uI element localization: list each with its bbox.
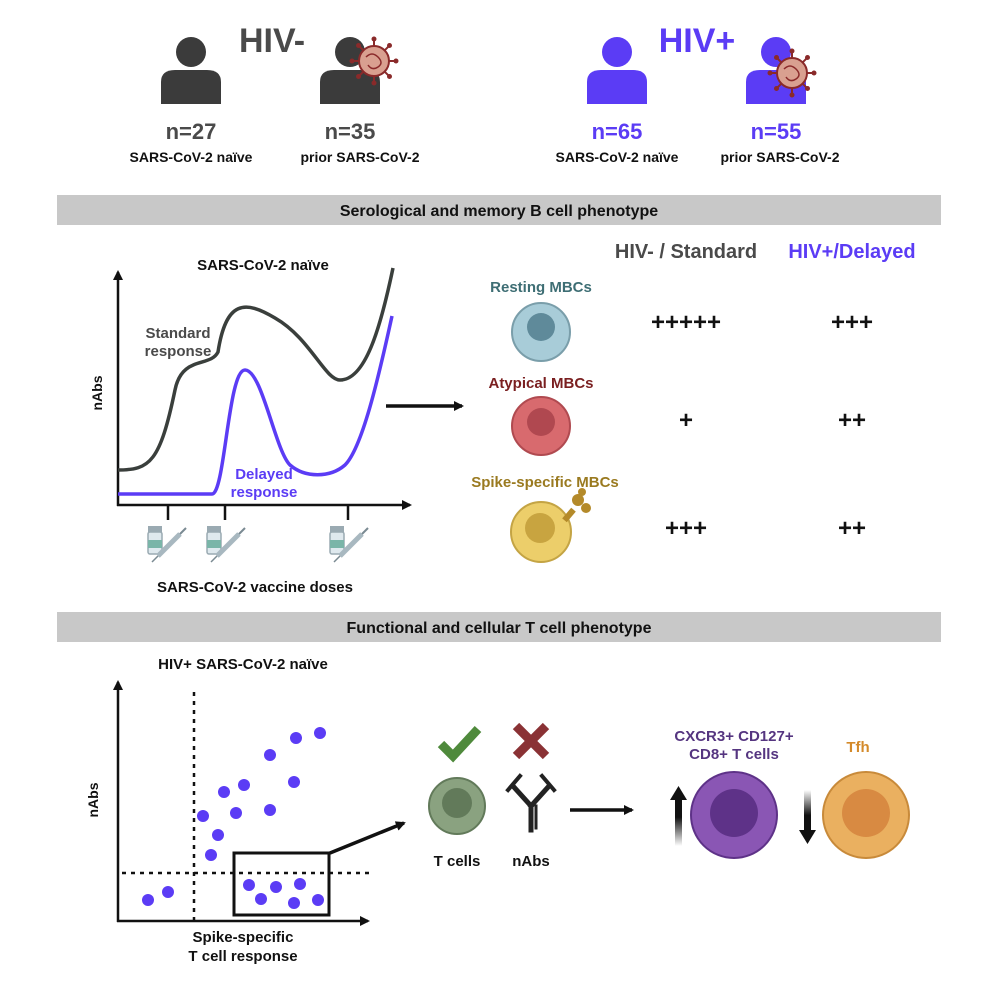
scatter-point <box>312 894 324 906</box>
delayed-response-label: Delayed <box>235 466 293 483</box>
scatter-point <box>288 776 300 788</box>
cohort-label: SARS-CoV-2 naïve <box>130 149 253 165</box>
x-axis-label: SARS-CoV-2 vaccine doses <box>157 579 353 596</box>
delayed-response-curve <box>118 315 394 496</box>
t-cell-icon <box>428 777 486 835</box>
mbc-table: HIV- / Standard HIV+/Delayed Resting MBC… <box>471 241 916 563</box>
cell-type-label: Resting MBCs <box>490 279 592 296</box>
standard-response-label: response <box>145 343 212 360</box>
score: ++ <box>838 515 866 542</box>
delayed-response-label: response <box>231 484 298 501</box>
antibody-icon <box>505 773 557 833</box>
spike-specific-mbc-icon <box>510 488 591 563</box>
scatter-points <box>142 727 326 909</box>
score: +++++ <box>651 309 721 336</box>
scatter-point <box>230 807 242 819</box>
cohort-n: n=27 <box>166 119 217 144</box>
scatter-point <box>290 732 302 744</box>
y-axis-label: nAbs <box>85 782 101 817</box>
hiv-negative-heading: HIV- <box>239 22 305 60</box>
nabs-label: nAbs <box>512 853 550 870</box>
scatter-point <box>264 804 276 816</box>
cohort-n: n=55 <box>751 119 802 144</box>
tcell-nabs-panel: T cells nAbs <box>428 722 557 870</box>
score: +++ <box>665 515 707 542</box>
cross-icon <box>512 722 550 760</box>
scatter-point <box>142 894 154 906</box>
zoom-arrow <box>329 821 406 855</box>
virus-icon <box>766 47 818 99</box>
scatter-point <box>162 886 174 898</box>
scatter-point <box>197 810 209 822</box>
cd8-label: CD8+ T cells <box>689 746 779 763</box>
vaccine-icon <box>207 526 245 562</box>
cohorts-panel: HIV- HIV+ n=27 SARS-CoV-2 naïve n=35 pri… <box>130 22 840 165</box>
hiv-positive-heading: HIV+ <box>659 22 736 60</box>
t-cell-subsets-panel: CXCR3+ CD127+ CD8+ T cells Tfh <box>670 728 910 859</box>
standard-response-label: Standard <box>145 325 210 342</box>
y-axis-label: nAbs <box>89 375 105 410</box>
nabs-kinetics-plot: SARS-CoV-2 naïve nAbs Standard response … <box>89 257 412 596</box>
scatter-point <box>238 779 250 791</box>
cd8-t-cell-icon <box>690 771 778 859</box>
column-header: HIV- / Standard <box>615 241 757 263</box>
scatter-point <box>218 786 230 798</box>
standard-response-curve <box>117 267 395 472</box>
plot-title: SARS-CoV-2 naïve <box>197 257 329 274</box>
tfh-cell-icon <box>822 771 910 859</box>
score: + <box>679 407 693 434</box>
scatter-point <box>314 727 326 739</box>
cohort-n: n=35 <box>325 119 376 144</box>
cell-type-label: Spike-specific MBCs <box>471 474 619 491</box>
tfh-label: Tfh <box>846 739 869 756</box>
spike-protein-icon <box>562 488 591 523</box>
vaccine-icon <box>330 526 368 562</box>
x-axis-label: T cell response <box>188 948 297 965</box>
scatter-point <box>270 881 282 893</box>
t-cell-scatter-plot: HIV+ SARS-CoV-2 naïve nAbs <box>85 656 406 965</box>
column-header: HIV+/Delayed <box>788 241 915 263</box>
person-icon <box>587 37 647 104</box>
section-banner <box>57 612 941 642</box>
vaccine-icon <box>148 526 186 562</box>
atypical-mbc-icon <box>511 396 571 456</box>
score: +++ <box>831 309 873 336</box>
selection-box <box>232 851 331 917</box>
down-arrow-icon <box>799 790 816 844</box>
scatter-point <box>243 879 255 891</box>
cd8-label: CXCR3+ CD127+ <box>674 728 793 745</box>
section-banner <box>57 195 941 225</box>
cohort-label: prior SARS-CoV-2 <box>720 149 839 165</box>
plot-title: HIV+ SARS-CoV-2 naïve <box>158 656 328 673</box>
cohort-n: n=65 <box>592 119 643 144</box>
resting-mbc-icon <box>511 302 571 362</box>
scatter-point <box>205 849 217 861</box>
x-axis-label: Spike-specific <box>193 929 294 946</box>
scatter-point <box>212 829 224 841</box>
score: ++ <box>838 407 866 434</box>
cohort-label: prior SARS-CoV-2 <box>300 149 419 165</box>
scatter-point <box>288 897 300 909</box>
cohort-label: SARS-CoV-2 naïve <box>556 149 679 165</box>
virus-icon <box>348 35 400 87</box>
scatter-point <box>264 749 276 761</box>
scatter-point <box>255 893 267 905</box>
check-icon <box>437 725 482 763</box>
t-cells-label: T cells <box>434 853 481 870</box>
scatter-point <box>294 878 306 890</box>
section-banner-title: Functional and cellular T cell phenotype <box>347 620 652 637</box>
section-banner-title: Serological and memory B cell phenotype <box>340 203 658 220</box>
cell-type-label: Atypical MBCs <box>488 375 593 392</box>
person-icon <box>161 37 221 104</box>
up-arrow-icon <box>670 786 687 846</box>
